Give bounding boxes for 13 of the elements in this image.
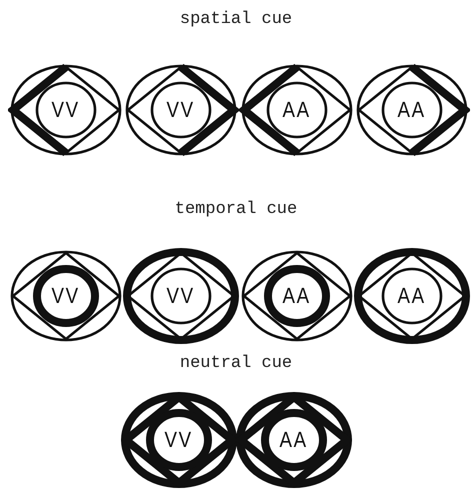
stimulus-letters: VV bbox=[52, 97, 80, 123]
stimulus-letters: VV bbox=[164, 427, 194, 453]
stimulus-letters: VV bbox=[166, 97, 196, 123]
row-heading: temporal cue bbox=[174, 200, 298, 219]
stimulus-letters: VV bbox=[166, 283, 196, 309]
row-heading: spatial cue bbox=[180, 10, 292, 29]
stimulus-letters: AA bbox=[280, 427, 308, 453]
stimulus-letters: VV bbox=[52, 283, 80, 309]
stimulus-letters: AA bbox=[398, 283, 426, 309]
stimulus-letters: AA bbox=[282, 97, 312, 123]
row-heading: neutral cue bbox=[180, 354, 292, 373]
stimulus-letters: AA bbox=[398, 97, 426, 123]
stimulus-letters: AA bbox=[282, 283, 312, 309]
